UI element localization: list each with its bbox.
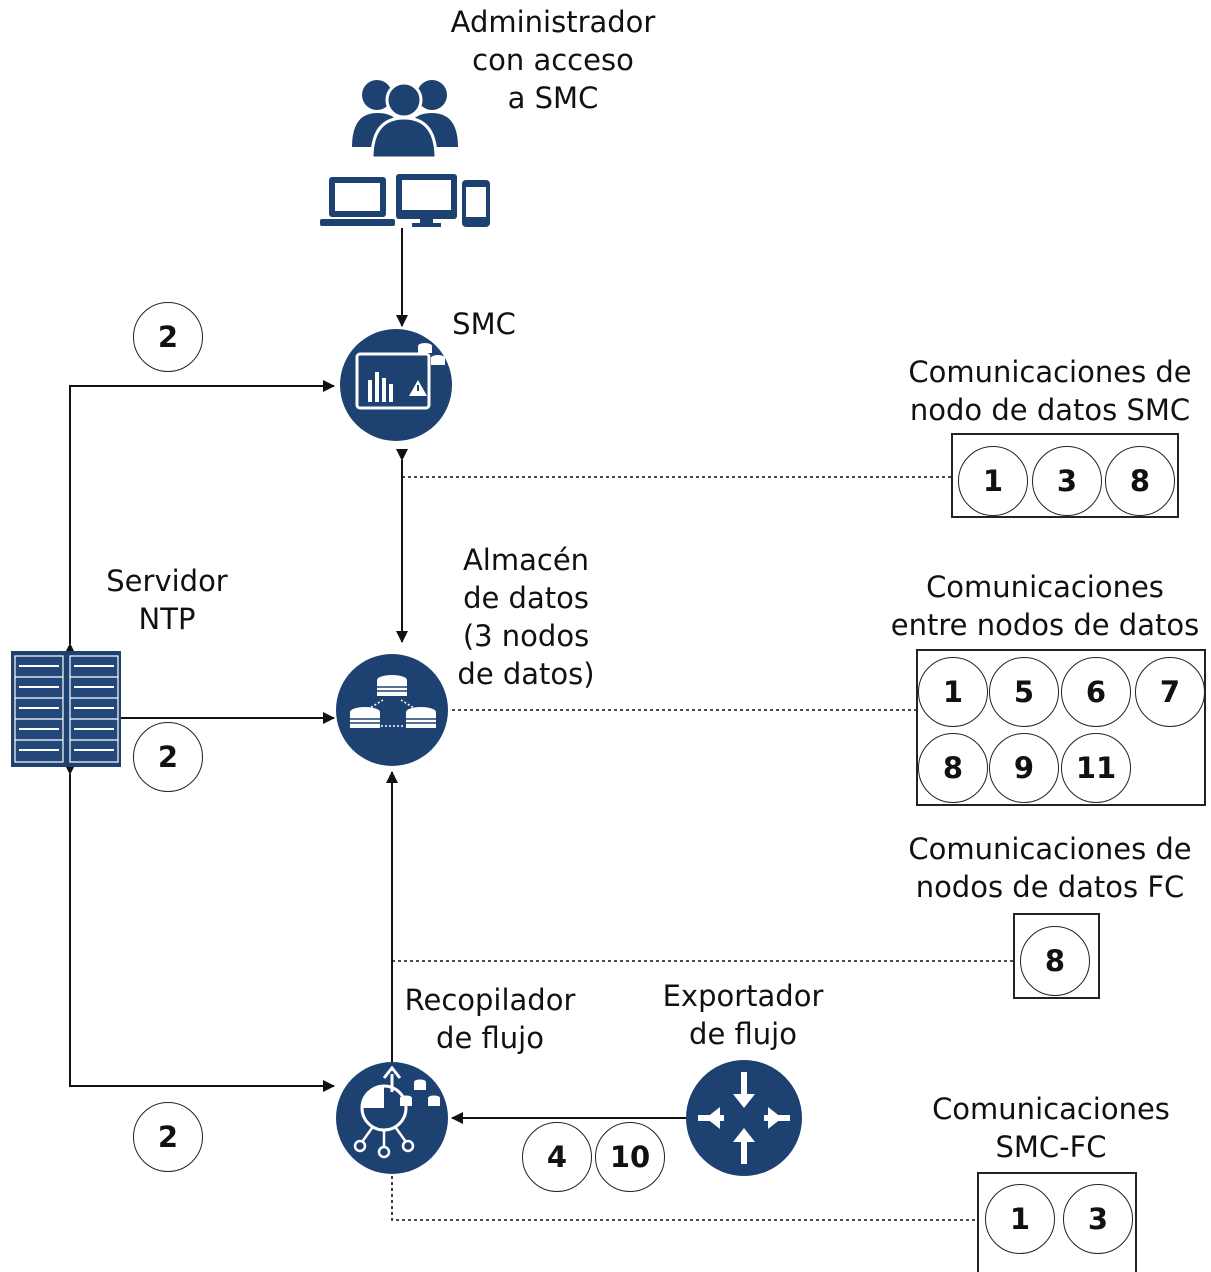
inter-nodes-badge: 9 <box>989 733 1059 803</box>
inter-nodes-badge: 6 <box>1061 657 1131 727</box>
inter-nodes-badge: 7 <box>1135 657 1205 727</box>
smc-nodes-badge: 1 <box>958 446 1028 516</box>
database-cluster-icon <box>336 654 448 766</box>
arrow-ntp-collector <box>64 763 335 1092</box>
fc-nodes-title: Comunicaciones de nodos de datos FC <box>908 832 1192 904</box>
desktop-icon <box>396 174 457 227</box>
smc-label: SMC <box>452 307 516 341</box>
laptop-icon <box>320 177 395 226</box>
inter-nodes-badge: 5 <box>989 657 1059 727</box>
arrow-ntp-smc <box>64 380 335 655</box>
inter-nodes-badge: 11 <box>1061 733 1131 803</box>
smcfc-badge: 3 <box>1063 1184 1133 1254</box>
ntp-label: Servidor NTP <box>106 564 228 636</box>
flow-collector-icon <box>336 1062 448 1174</box>
admin-label-line2: con acceso <box>472 43 634 77</box>
collector-label: Recopilador de flujo <box>404 983 576 1055</box>
ntp-collector-badge: 2 <box>133 1102 203 1172</box>
ntp-datastore-badge: 2 <box>133 722 203 792</box>
smc-nodes-badge: 8 <box>1105 446 1175 516</box>
inter-nodes-badge: 1 <box>918 657 988 727</box>
exporter-badge-4: 4 <box>522 1122 592 1192</box>
server-rack-icon <box>11 651 121 767</box>
datastore-label: Almacén de datos (3 nodos de datos) <box>457 543 595 691</box>
router-icon <box>686 1060 802 1176</box>
fc-nodes-badge: 8 <box>1020 926 1090 996</box>
inter-nodes-badge: 8 <box>918 733 988 803</box>
smc-nodes-title: Comunicaciones de nodo de datos SMC <box>908 355 1192 427</box>
exporter-badge-10: 10 <box>595 1122 665 1192</box>
users-icon <box>352 80 458 160</box>
smcfc-badge: 1 <box>985 1184 1055 1254</box>
ntp-smc-badge: 2 <box>133 302 203 372</box>
admin-label-line1: Administrador <box>450 5 656 39</box>
inter-nodes-title: Comunicaciones entre nodos de datos <box>890 570 1200 642</box>
dashboard-icon <box>340 329 452 441</box>
dotted-smcfc-group <box>391 1176 978 1221</box>
smc-nodes-badge: 3 <box>1032 446 1102 516</box>
admin-label: Administrador con acceso a SMC <box>433 3 673 117</box>
admin-label-line3: a SMC <box>507 81 599 115</box>
exporter-label: Exportador de flujo <box>662 979 824 1051</box>
smcfc-title: Comunicaciones SMC-FC <box>932 1092 1170 1164</box>
phone-icon <box>462 180 490 227</box>
